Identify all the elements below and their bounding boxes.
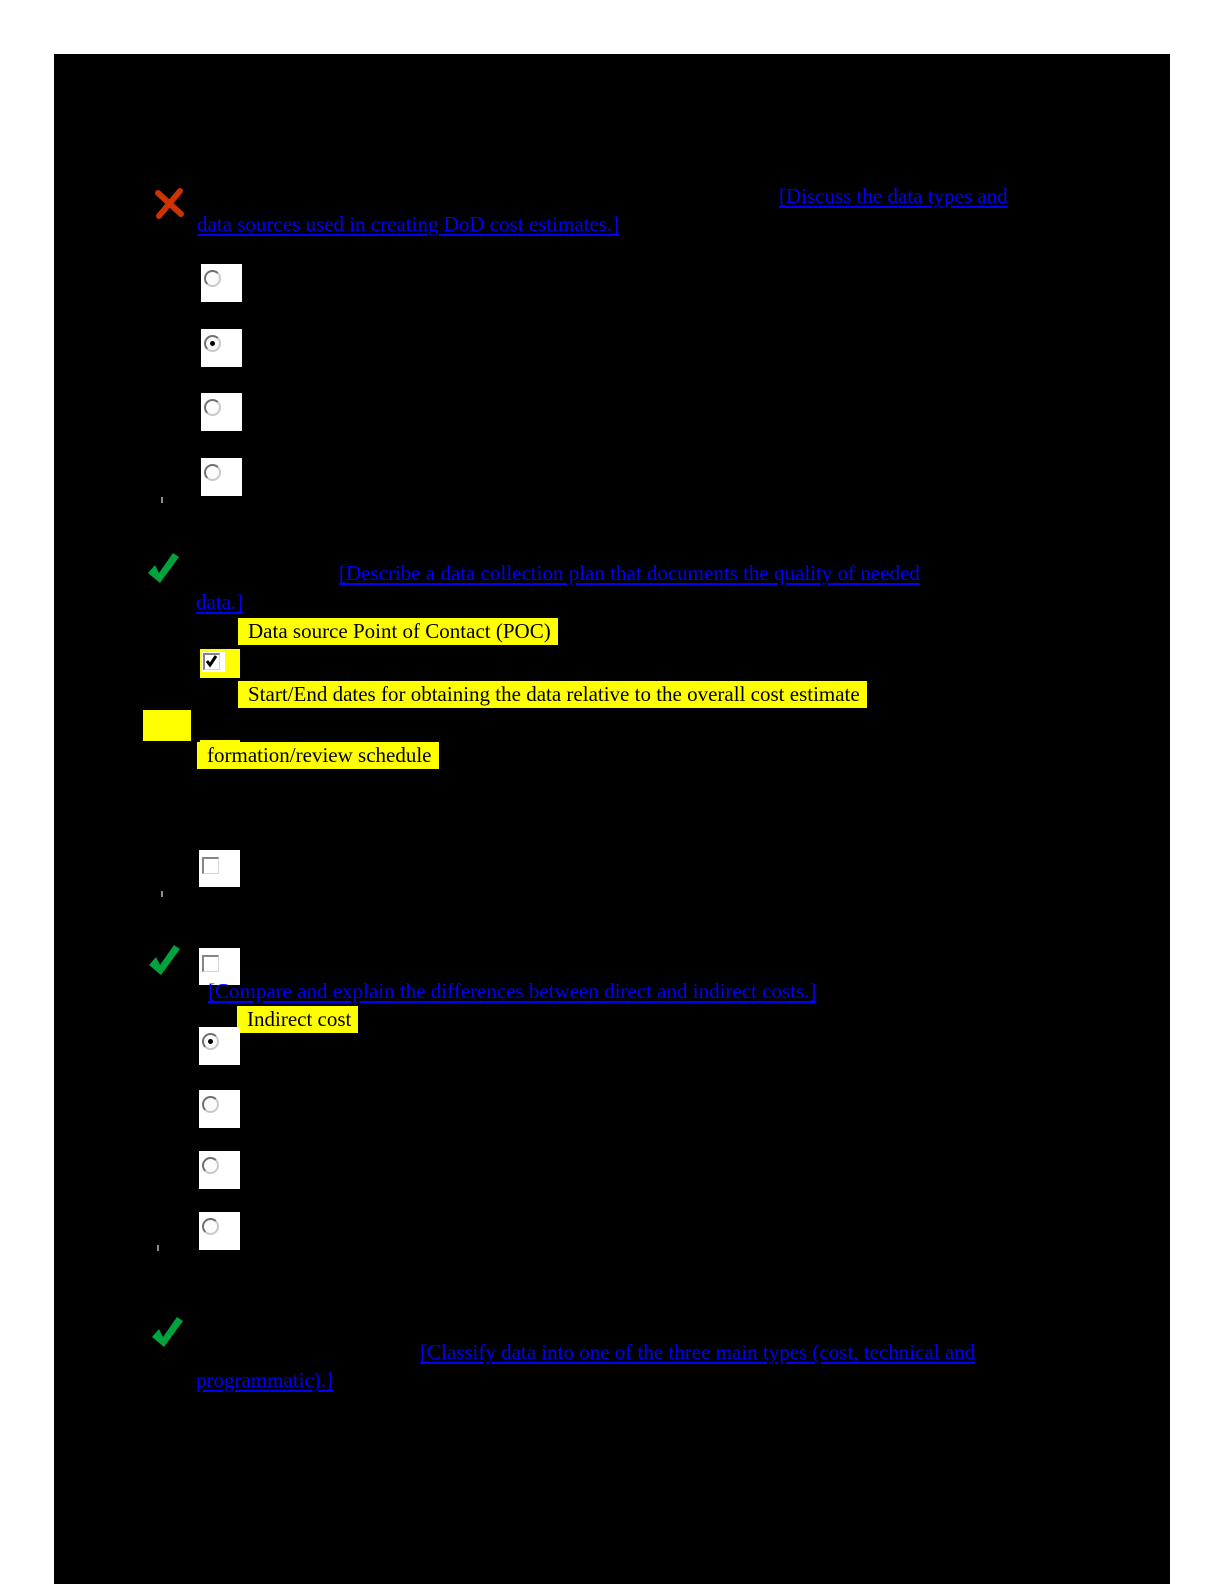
q1-radio-option-3[interactable] [201, 393, 242, 431]
radio-icon [204, 464, 221, 481]
checkbox-unchecked-icon [202, 955, 219, 972]
text-cursor-artifact [161, 891, 163, 897]
q2-reference-link-line2[interactable]: data.] [196, 590, 244, 614]
q3-radio-option-1-selected[interactable] [199, 1027, 240, 1065]
q4-reference-link-line2[interactable]: programmatic).] [196, 1368, 334, 1392]
q3-reference-link-line1[interactable]: [Compare and explain the differences bet… [208, 979, 817, 1003]
q2-checkbox-option-4-unchecked[interactable] [199, 948, 240, 985]
checkbox-unchecked-icon [202, 857, 219, 874]
q1-radio-option-2-selected[interactable] [201, 329, 242, 367]
check-glyph [205, 655, 218, 668]
q3-radio-option-4[interactable] [199, 1212, 240, 1250]
q3-highlighted-answer-1: Indirect cost [237, 1006, 359, 1033]
correct-check-shape [149, 945, 180, 975]
q3-radio-option-2[interactable] [199, 1090, 240, 1128]
quiz-document-page [54, 54, 1170, 1584]
q3-radio-option-3[interactable] [199, 1151, 240, 1189]
q1-reference-link-line1[interactable]: [Discuss the data types and [779, 184, 1008, 208]
radio-icon [202, 1157, 219, 1174]
correct-check-icon [150, 1316, 184, 1348]
q1-radio-option-1[interactable] [201, 264, 242, 302]
q2-checkbox-option-1-checked[interactable] [200, 649, 240, 678]
correct-check-shape [152, 1317, 183, 1347]
radio-icon [204, 270, 221, 287]
correct-check-icon [146, 552, 180, 584]
q2-highlighted-answer-2: Start/End dates for obtaining the data r… [238, 681, 867, 708]
q2-highlighted-answer-3: formation/review schedule [197, 742, 439, 769]
radio-icon [202, 1096, 219, 1113]
checkbox-checked-icon [203, 653, 220, 670]
q4-reference-link-line1[interactable]: [Classify data into one of the three mai… [420, 1340, 976, 1364]
checkbox-cell [202, 652, 225, 672]
q1-radio-option-4[interactable] [201, 458, 242, 496]
radio-selected-icon [202, 1033, 219, 1050]
q1-reference-link-line2[interactable]: data sources used in creating DoD cost e… [197, 212, 620, 236]
correct-check-shape [148, 553, 179, 583]
correct-check-icon [147, 944, 181, 976]
text-cursor-artifact [157, 1245, 159, 1251]
radio-icon [204, 399, 221, 416]
text-cursor-artifact [161, 497, 163, 503]
incorrect-x-stroke [155, 188, 184, 219]
q2-checkbox-option-3-unchecked[interactable] [199, 850, 240, 887]
incorrect-x-icon [153, 188, 186, 219]
q2-highlighted-answer-1: Data source Point of Contact (POC) [238, 618, 558, 645]
highlight-block [143, 710, 191, 741]
q2-reference-link-line1[interactable]: [Describe a data collection plan that do… [339, 561, 920, 585]
radio-icon [202, 1218, 219, 1235]
radio-selected-icon [204, 335, 221, 352]
